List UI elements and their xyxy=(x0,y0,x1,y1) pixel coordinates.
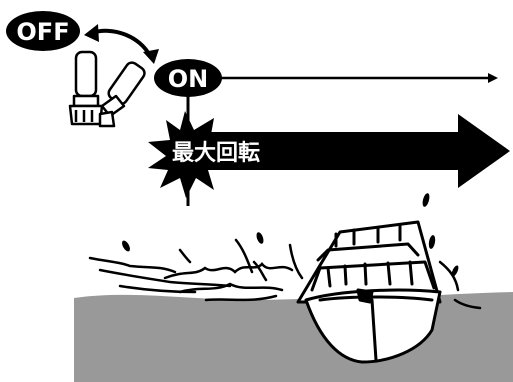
max-rpm-label: 最大回転 xyxy=(172,140,260,166)
water-surface xyxy=(74,292,513,382)
toggle-arrowhead-left xyxy=(84,24,99,42)
toggle-arrow-icon xyxy=(92,31,150,56)
on-label: ON xyxy=(168,65,209,93)
off-label: OFF xyxy=(16,18,69,46)
switch-lever-on-icon xyxy=(100,60,147,126)
switch-lever-off-icon xyxy=(70,52,102,124)
